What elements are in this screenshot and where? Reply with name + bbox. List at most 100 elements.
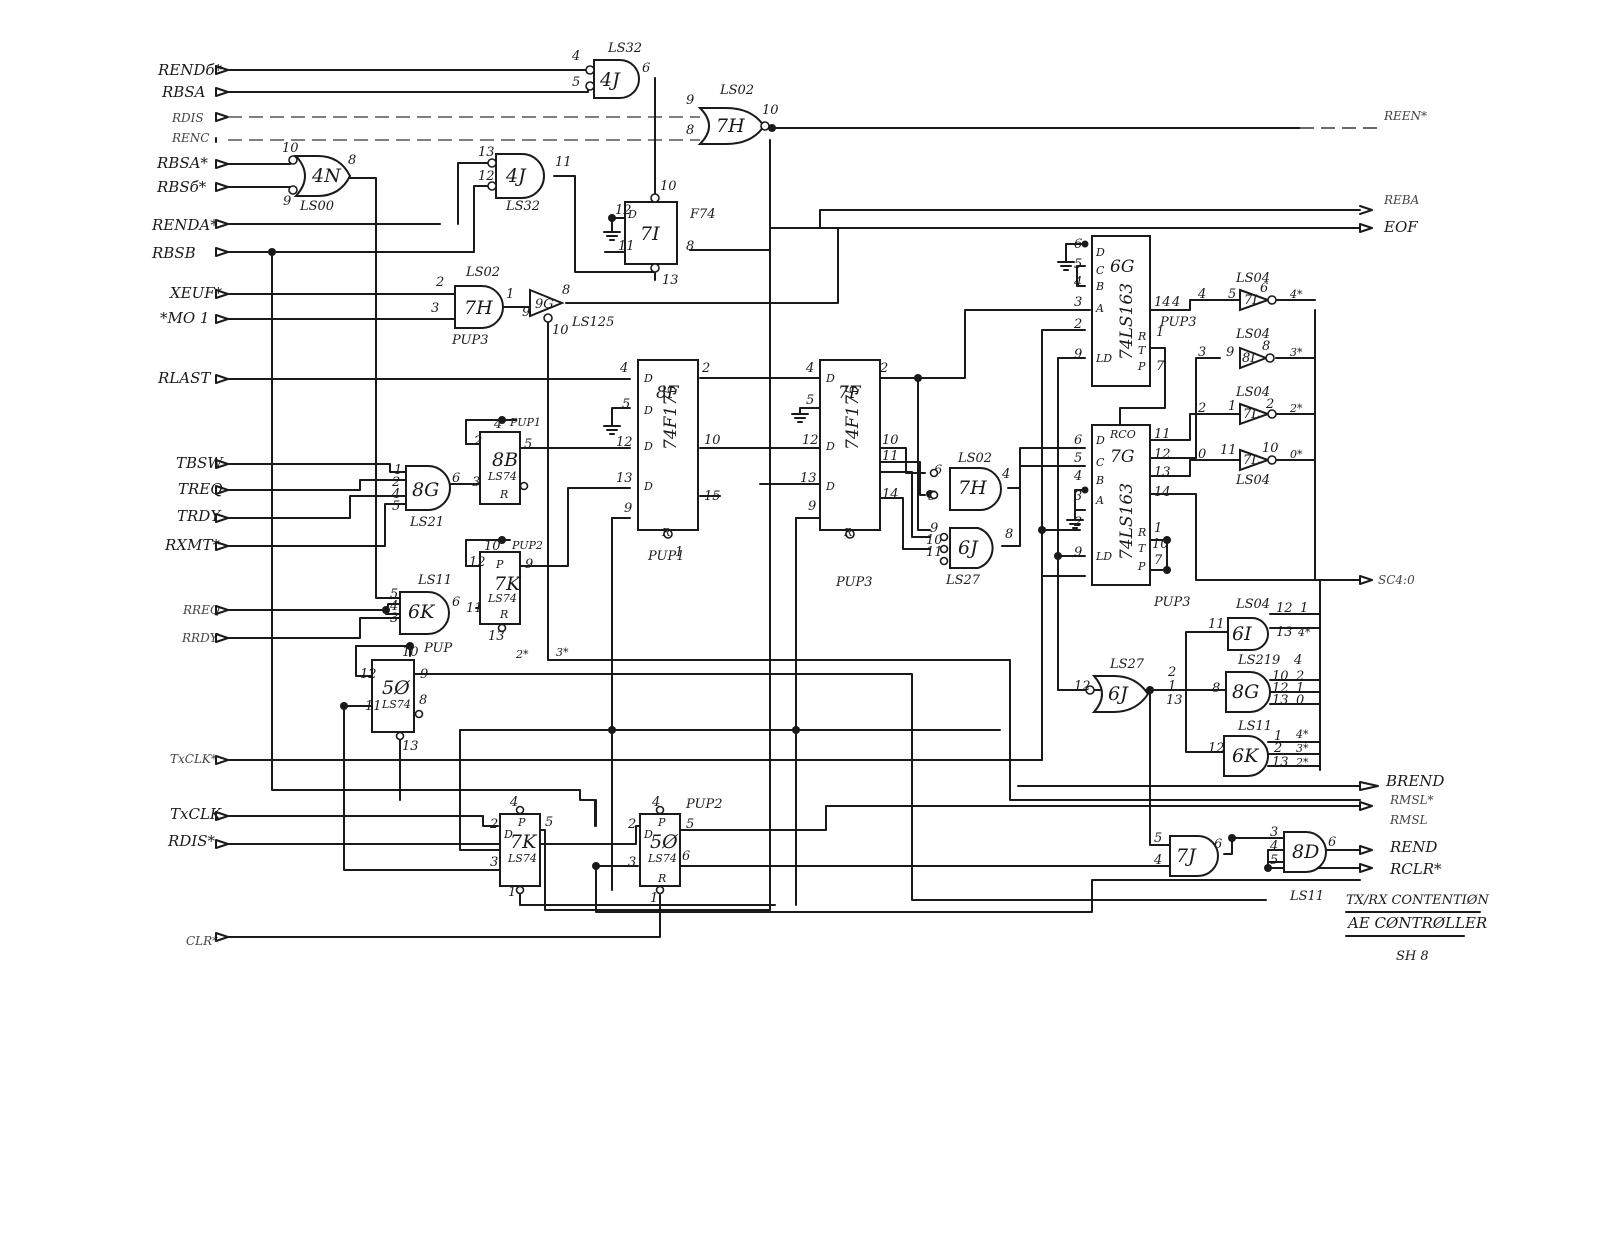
label-8g-left: 8G	[412, 479, 439, 501]
svg-text:5: 5	[545, 815, 553, 830]
type-4j-mid: LS32	[505, 199, 540, 214]
svg-text:3: 3	[472, 475, 480, 490]
svg-text:3*: 3*	[1290, 346, 1303, 359]
gate-7j: 7J 546	[1153, 831, 1222, 877]
label-4n: 4N	[311, 165, 342, 187]
svg-text:2*: 2*	[1295, 756, 1309, 769]
svg-text:1: 1	[1296, 681, 1304, 696]
svg-text:D: D	[643, 480, 653, 493]
svg-text:14: 14	[1154, 485, 1171, 500]
type-7h-top: LS02	[719, 83, 754, 98]
svg-text:4: 4	[391, 487, 400, 502]
sig-rdis-n: RDIS*	[167, 832, 216, 850]
svg-text:1: 1	[650, 891, 658, 906]
svg-text:2: 2	[627, 817, 636, 832]
type-7l-a: LS04	[1235, 271, 1270, 286]
svg-text:13: 13	[662, 273, 679, 288]
svg-text:D: D	[643, 372, 653, 385]
svg-text:11: 11	[1154, 427, 1171, 442]
gate-7h-right: 7H LS02 654	[928, 451, 1010, 511]
svg-text:0*: 0*	[1290, 448, 1303, 461]
svg-text:12: 12	[469, 555, 486, 570]
label-7l-c: 7L	[1243, 453, 1260, 468]
type-4j-top: LS32	[607, 41, 642, 56]
svg-text:9: 9	[930, 521, 938, 536]
svg-text:C: C	[1096, 456, 1105, 469]
svg-text:2*: 2*	[1289, 402, 1303, 415]
svg-text:8: 8	[686, 239, 694, 254]
svg-text:4: 4	[619, 361, 628, 376]
type-6g: 74LS163	[1117, 283, 1137, 360]
svg-text:R: R	[1137, 526, 1146, 539]
label-7i: 7I	[640, 223, 660, 245]
svg-text:9: 9	[525, 557, 533, 572]
svg-text:4: 4	[509, 795, 518, 810]
label-7h-right: 7H	[958, 477, 987, 499]
type-8g-left: LS21	[409, 515, 444, 530]
svg-text:14: 14	[882, 487, 899, 502]
svg-text:1: 1	[1228, 399, 1236, 414]
svg-text:4: 4	[805, 361, 814, 376]
svg-text:13: 13	[616, 471, 633, 486]
svg-text:7: 7	[1154, 553, 1163, 568]
svg-text:10: 10	[1152, 537, 1169, 552]
svg-text:6: 6	[452, 595, 460, 610]
svg-text:R: R	[843, 526, 852, 539]
svg-text:2: 2	[435, 275, 444, 290]
pullup-7h-mid: PUP3	[451, 333, 489, 348]
svg-text:T: T	[1138, 542, 1147, 555]
svg-text:5: 5	[622, 397, 630, 412]
svg-text:5: 5	[392, 499, 400, 514]
title-line2: AE CØNTRØLLER	[1346, 914, 1487, 932]
pullup-8b: PUP1	[509, 416, 541, 429]
svg-text:D: D	[643, 440, 653, 453]
sig-rreq: RREQ	[182, 603, 220, 617]
svg-text:3: 3	[431, 301, 439, 316]
svg-text:4: 4	[1153, 853, 1162, 868]
svg-text:D: D	[627, 208, 637, 221]
svg-text:1: 1	[1156, 325, 1164, 340]
gate-9g: 9G LS125 810	[529, 283, 614, 338]
title-block: TX/RX CONTENTIØN AE CØNTRØLLER SH 8	[1345, 893, 1489, 964]
svg-text:0: 0	[1296, 693, 1304, 708]
sig-rend6: RENDб*	[157, 61, 223, 79]
svg-text:1: 1	[506, 287, 514, 302]
label-4j-top: 4J	[599, 69, 621, 91]
type-5o-low: LS74	[647, 852, 677, 865]
svg-text:13: 13	[402, 739, 419, 754]
svg-text:P: P	[517, 816, 526, 829]
svg-text:4: 4	[1171, 295, 1180, 310]
svg-text:11: 11	[618, 239, 635, 254]
label-5o-left: 5Ø	[382, 677, 410, 699]
out-eof: EOF	[1383, 218, 1418, 236]
svg-text:13: 13	[1272, 693, 1289, 708]
svg-text:10: 10	[704, 433, 721, 448]
svg-text:12: 12	[1154, 447, 1171, 462]
svg-text:6: 6	[452, 471, 460, 486]
gate-4j-top: 4J LS32 456	[571, 41, 650, 99]
svg-text:3: 3	[1074, 295, 1082, 310]
type-6k-left: LS11	[417, 573, 452, 588]
sig-rdis: RDIS	[171, 111, 204, 125]
svg-text:5: 5	[686, 817, 694, 832]
input-signals: RENDб* RBSA RDIS RENC RBSA* RBSб* RENDA*…	[151, 61, 229, 948]
sheet-number: SH 8	[1396, 949, 1429, 964]
svg-text:11: 11	[882, 449, 899, 464]
svg-text:4: 4	[1269, 839, 1278, 854]
output-arrow-icons	[1359, 205, 1379, 873]
svg-text:2*: 2*	[515, 648, 529, 661]
svg-text:5: 5	[390, 587, 398, 602]
type-6j-right: LS27	[945, 573, 981, 588]
sig-clr-n: CLR*	[186, 934, 218, 948]
label-7h-top: 7H	[716, 115, 745, 137]
svg-text:4: 4	[493, 417, 502, 432]
svg-text:1: 1	[1300, 601, 1308, 616]
svg-text:5: 5	[1228, 287, 1236, 302]
output-signals: REEN* REBA EOF SC4:0 BREND RMSL* RMSL RE…	[1359, 109, 1444, 878]
type-5o-left: LS74	[381, 698, 411, 711]
type-8f: 74F175	[661, 384, 681, 450]
